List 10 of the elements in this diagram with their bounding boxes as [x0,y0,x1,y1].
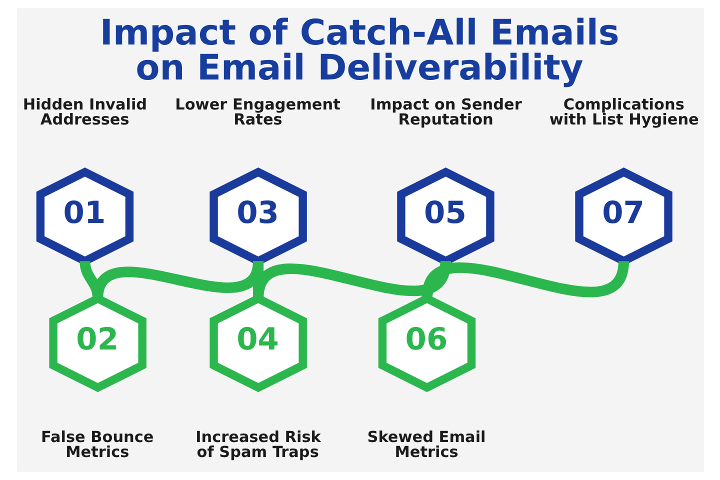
node-label: Lower Engagement Rates [174,95,340,129]
connector [252,260,450,300]
diagram-title: Impact of Catch-All Emails on Email Deliverability [99,12,619,89]
connector [421,260,628,300]
node-label: Impact on Sender Reputation [370,95,522,129]
node-label: False Bounce Metrics [40,428,154,462]
node-label: Skewed Email Metrics [366,428,486,462]
node-label: Hidden Invalid Addresses [22,95,147,129]
node-label: Increased Risk of Spam Traps [195,428,320,462]
node-label: Complications with List Hygiene [548,95,698,129]
